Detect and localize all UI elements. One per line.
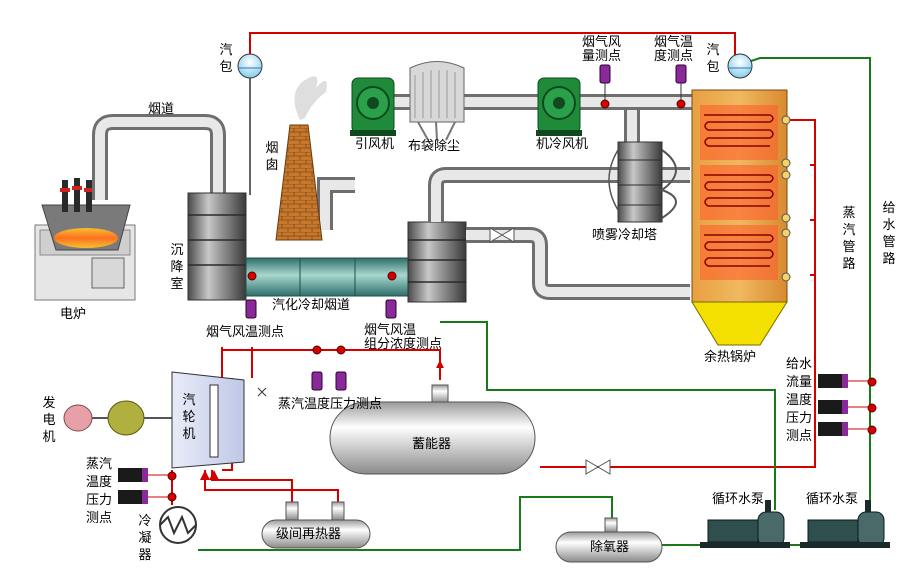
fan-icon: [350, 77, 396, 136]
label-spray-tower: 喷雾冷却塔: [592, 228, 658, 243]
condenser: [159, 506, 197, 544]
flue-duct: [92, 114, 226, 200]
sensor-icon: [245, 64, 687, 391]
label-accumulator: 蓄能器: [412, 437, 452, 452]
generator-icon: [63, 400, 172, 436]
valve-icon-2: [585, 459, 611, 475]
label-steam-pipe: 蒸汽管路: [842, 206, 856, 272]
waste-heat-boiler: [691, 89, 791, 346]
drum-icon-2: [727, 53, 753, 79]
label-settling-chamber: 沉降室: [170, 243, 184, 292]
interstage-reheater: [261, 501, 371, 549]
label-chimney: 烟囱: [265, 141, 279, 173]
label-flue: 烟道: [148, 102, 175, 117]
sensor-group-feedwater: [818, 374, 870, 436]
label-flue-temp-point-2: 烟气风温测点: [206, 325, 285, 340]
label-circ-pump-1: 循环水泵: [712, 492, 765, 507]
label-turbine: 汽轮机: [182, 393, 196, 442]
pump-icon-2: [800, 500, 890, 548]
label-steam-temp-pressure-point: 蒸汽温度压力测点: [278, 397, 383, 412]
turbine: [171, 371, 267, 469]
label-cooling-fan: 机冷风机: [536, 137, 589, 152]
label-drum-left: 汽包: [219, 43, 233, 75]
drum-icon: [237, 53, 263, 195]
label-flue-composition-point: 烟气风温 组分浓度测点: [364, 323, 443, 352]
sensor-red-points: [167, 99, 877, 502]
label-circ-pump-2: 循环水泵: [806, 492, 859, 507]
label-vapor-cooled-flue: 汽化冷却烟道: [272, 298, 351, 313]
label-furnace: 电炉: [60, 307, 87, 322]
vapor-cooled-flue: [245, 257, 409, 297]
fan-icon-2: [536, 77, 582, 136]
valve-icon: [489, 227, 515, 243]
label-feedwater-flow-point: 给水 流量 温度 压力 测点: [786, 357, 813, 444]
settling-chamber: [187, 192, 247, 301]
label-interstage-reheater: 级间再热器: [276, 527, 342, 542]
label-flue-temp-point: 烟气温 度测点: [654, 35, 694, 64]
cyclone-cylinder: [407, 221, 467, 303]
furnace-icon: [34, 178, 136, 301]
chimney: [275, 76, 327, 241]
label-flue-volume-point: 烟气风 量测点: [582, 35, 622, 64]
sensor-group-turbine: [118, 468, 170, 504]
accumulator: [329, 360, 536, 475]
label-condenser: 冷凝器: [138, 514, 152, 563]
label-feedwater-pipe: 给水管路: [882, 201, 896, 267]
flow-arrows: [200, 470, 219, 480]
label-induced-fan: 引风机: [355, 137, 395, 152]
label-generator: 发电机: [42, 396, 56, 445]
label-turbine-steam-point: 蒸汽 温度 压力 测点: [86, 457, 113, 526]
label-deaerator: 除氧器: [590, 540, 630, 555]
deaerator: [555, 517, 663, 563]
bag-filter: [409, 61, 465, 141]
spray-cooling-tower: [608, 141, 677, 223]
pump-icon: [700, 500, 790, 548]
label-waste-heat-boiler: 余热锅炉: [704, 350, 757, 365]
label-drum-right: 汽包: [706, 43, 720, 75]
label-bag-filter: 布袋除尘: [408, 139, 461, 154]
